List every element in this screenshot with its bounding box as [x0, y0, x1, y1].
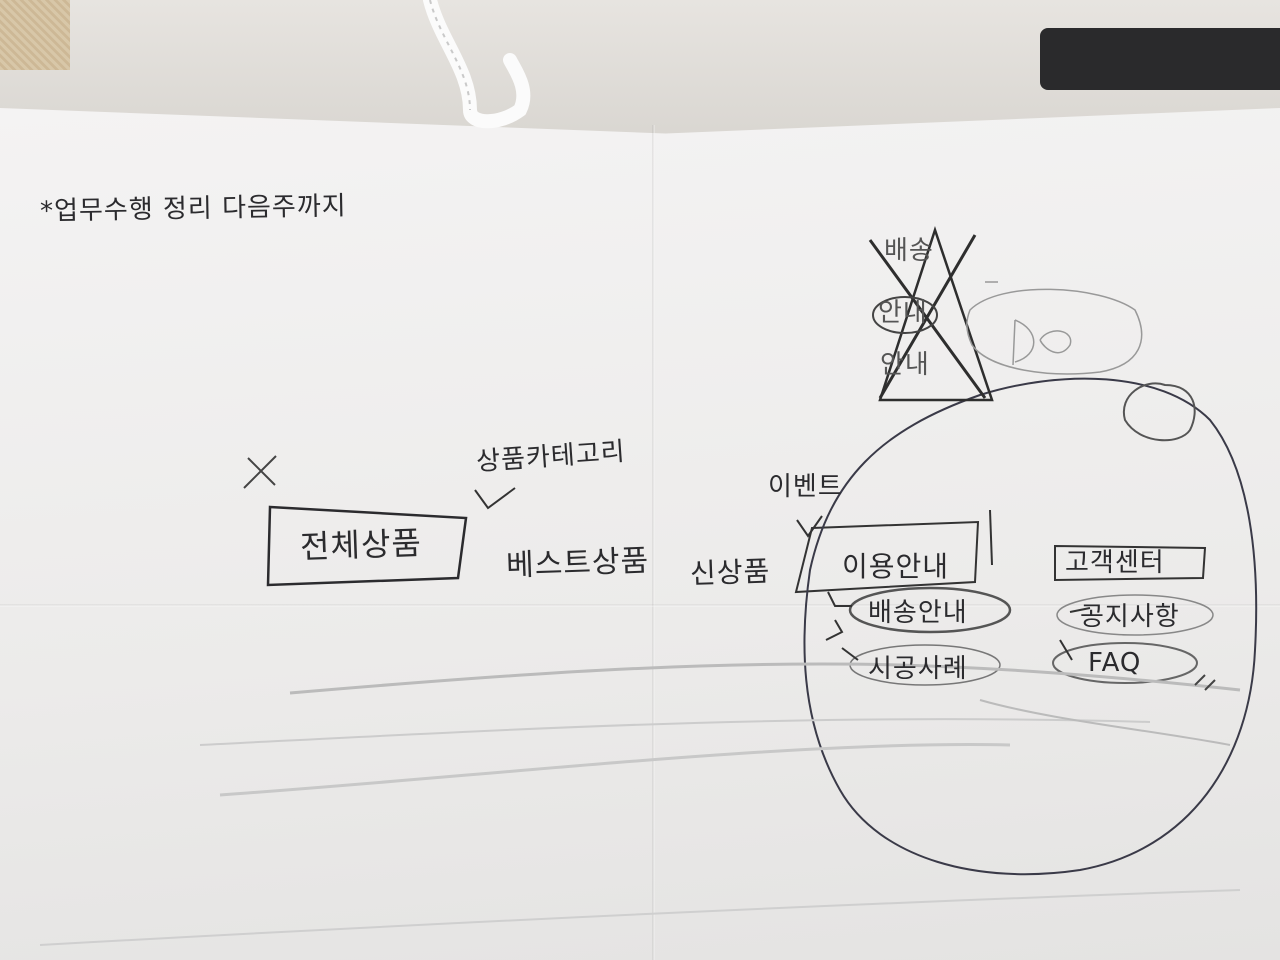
check-mark — [474, 487, 516, 510]
cloud-scribble — [1122, 382, 1196, 442]
usage-box — [794, 520, 980, 594]
event-check — [796, 515, 823, 538]
big-circle — [803, 377, 1258, 876]
shipping-guide-label: 배송안내 — [868, 598, 968, 628]
construction-case-label: 시공사례 — [868, 654, 968, 684]
all-products-label: 전체상품 — [299, 523, 423, 567]
event-label: 이벤트 — [768, 472, 843, 502]
customer-box — [1054, 544, 1207, 582]
faint-oval — [966, 288, 1143, 375]
x-mark — [243, 455, 277, 489]
scratch-x — [868, 234, 987, 399]
ship-oval — [848, 586, 1012, 634]
all-products-box — [266, 505, 468, 587]
paper-sheet — [0, 108, 1280, 960]
faq-oval — [1052, 642, 1198, 684]
paper-fold-horizontal — [0, 604, 1280, 607]
new-products-label: 신상품 — [689, 554, 771, 591]
note-text: *업무수행 정리 다음주까지 — [39, 191, 347, 227]
scratched-text-3: 안내 — [880, 350, 930, 380]
notice-label: 공지사항 — [1080, 602, 1180, 632]
usage-guide-label: 이용안내 — [842, 550, 950, 583]
wood-surface-corner — [0, 0, 70, 70]
string — [423, 0, 531, 129]
scratched-text-2: 안내 — [878, 298, 928, 328]
paper-fold-vertical — [652, 125, 655, 960]
scratch-triangle — [878, 226, 994, 402]
faq-label: FAQ — [1088, 648, 1142, 678]
customer-center-label: 고객센터 — [1065, 548, 1165, 578]
best-products-label: 베스트상품 — [505, 543, 650, 584]
dark-device-edge — [1040, 28, 1280, 90]
scratched-text-1: 배송 — [884, 236, 934, 266]
